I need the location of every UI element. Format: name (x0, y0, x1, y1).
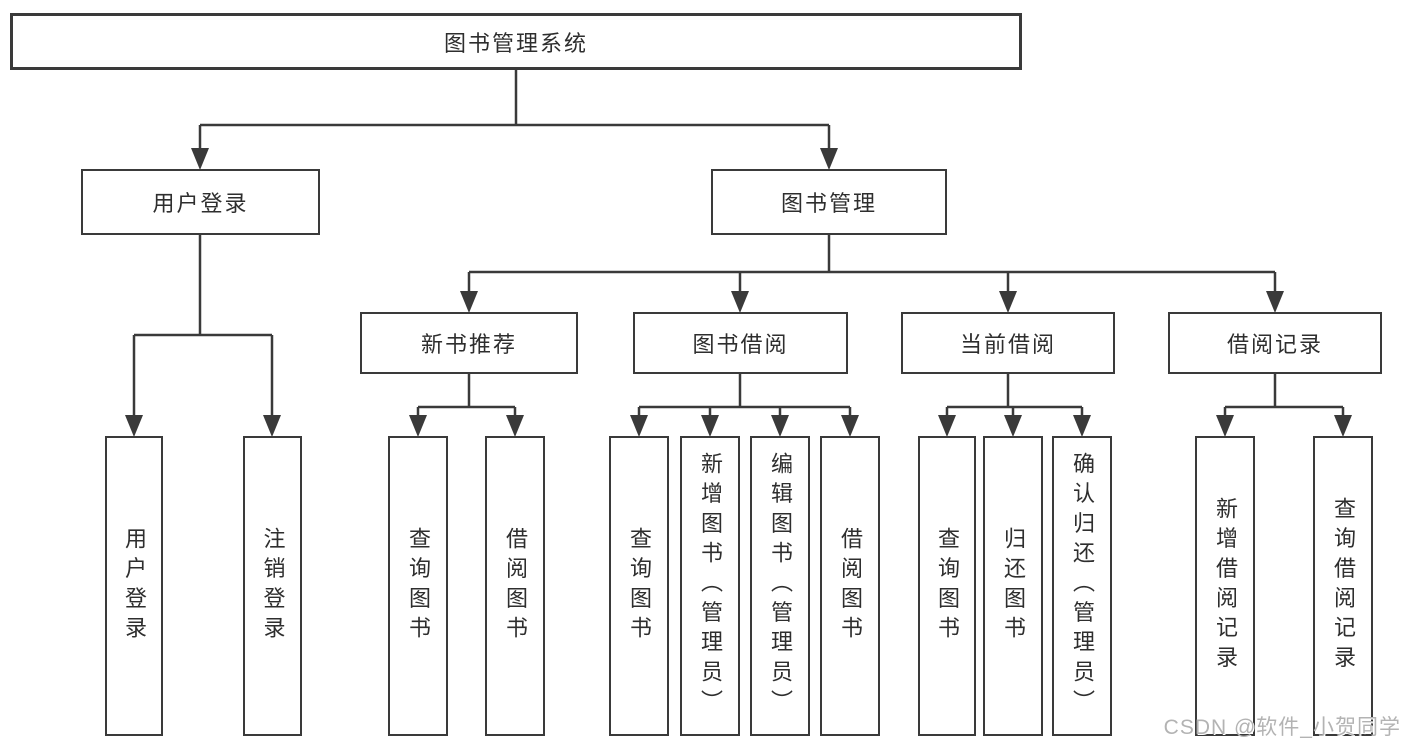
leaf-borrow-query-book: 查询图书 (609, 436, 669, 736)
leaf-user-login: 用户登录 (105, 436, 163, 736)
leaf-logout: 注销登录 (243, 436, 302, 736)
leaf-add-borrow-record: 新增借阅记录 (1195, 436, 1255, 736)
node-book-borrow: 图书借阅 (633, 312, 848, 374)
leaf-add-book-admin: 新增图书（管理员） (680, 436, 740, 736)
leaf-current-query-book: 查询图书 (918, 436, 976, 736)
node-new-book-recommend: 新书推荐 (360, 312, 578, 374)
leaf-recommend-query-book: 查询图书 (388, 436, 448, 736)
leaf-return-book: 归还图书 (983, 436, 1043, 736)
node-current-borrow: 当前借阅 (901, 312, 1115, 374)
node-root: 图书管理系统 (10, 13, 1022, 70)
leaf-confirm-return-admin: 确认归还（管理员） (1052, 436, 1112, 736)
node-book-management: 图书管理 (711, 169, 947, 235)
leaf-recommend-borrow-book: 借阅图书 (485, 436, 545, 736)
csdn-watermark: CSDN @软件_小贺同学 (1163, 716, 1401, 739)
node-borrow-records: 借阅记录 (1168, 312, 1382, 374)
leaf-query-borrow-record: 查询借阅记录 (1313, 436, 1373, 736)
leaf-edit-book-admin: 编辑图书（管理员） (750, 436, 810, 736)
node-user-login: 用户登录 (81, 169, 320, 235)
leaf-borrow-book: 借阅图书 (820, 436, 880, 736)
